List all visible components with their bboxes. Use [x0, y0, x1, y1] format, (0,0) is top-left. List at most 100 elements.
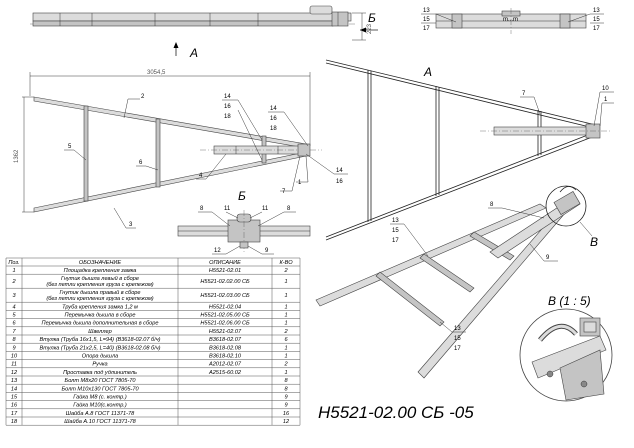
view-a: А 7 10 1: [325, 59, 614, 241]
table-cell: 1: [284, 321, 287, 327]
table-cell: 9: [284, 395, 287, 401]
callout-9-iso: 9: [546, 255, 550, 261]
table-cell: 2: [283, 268, 288, 274]
callout-5: 5: [68, 144, 72, 150]
table-cell: 4: [12, 304, 15, 310]
callout-1: 1: [298, 180, 302, 186]
table-row: 16 Гайка М10(с.контр.) 9: [11, 402, 288, 409]
table-cell: 16: [11, 403, 18, 409]
callout-13: 13: [423, 8, 430, 14]
callout-3: 3: [129, 222, 133, 228]
detail-title: В (1 : 5): [548, 294, 591, 308]
table-cell: Гнутик дышла левый в сборе: [61, 275, 139, 282]
callout-17: 17: [423, 26, 430, 32]
table-cell: 7: [12, 329, 16, 335]
table-cell: Гайка М10(с.контр.): [73, 402, 127, 409]
table-cell: 2: [283, 362, 288, 368]
table-row: 18 Шайба А.10 ГОСТ 11371-78 12: [11, 418, 290, 425]
callout-13-iso: 13: [392, 218, 399, 224]
table-cell: 12: [11, 370, 18, 376]
callout-16b: 16: [270, 116, 277, 122]
table-cell: Болт М10х130 ГОСТ 7805-70: [61, 386, 139, 392]
table-cell: 14: [11, 386, 17, 392]
table-cell: 6: [284, 337, 288, 343]
side-elevation-view: 223 Б А: [30, 5, 378, 60]
table-row: 15 Гайка М8 (с. контр.) 9: [11, 394, 288, 401]
table-cell: 6: [12, 321, 16, 327]
callout-15-iso: 15: [392, 228, 399, 234]
callout-15: 15: [423, 17, 430, 23]
table-cell: 1: [284, 354, 287, 360]
table-cell: 1: [284, 370, 287, 376]
callout-6: 6: [139, 160, 143, 166]
callout-18b: 18: [270, 126, 277, 132]
table-cell: 13: [11, 378, 18, 384]
table-cell: 1: [284, 313, 287, 319]
table-row: 11 Ручка А2012-02.07 2: [11, 362, 288, 368]
end-view-dim-marker: m...m: [503, 17, 518, 23]
table-cell: Швеллер: [88, 329, 111, 335]
table-cell: 1: [12, 268, 15, 274]
table-cell: 12: [283, 419, 290, 425]
view-b-section-label: Б: [238, 189, 246, 203]
isometric-view: 8 9 13 15 17 13 15 17 В: [315, 185, 598, 379]
table-cell: 16: [283, 411, 290, 417]
table-cell: 18: [11, 419, 18, 425]
table-cell: 2: [283, 329, 288, 335]
table-cell: Н5521-02.06.00 СБ: [200, 321, 250, 327]
table-cell: 17: [11, 411, 18, 417]
table-cell: 8: [12, 337, 16, 343]
table-cell: (без петли крепления груза с крепежом): [46, 296, 153, 302]
callout-15-iso-b: 15: [454, 336, 461, 342]
callout-9a: 9: [265, 248, 269, 254]
table-header-cell: Поз.: [8, 260, 19, 266]
table-header-cell: ОБОЗНАЧЕНИЕ: [79, 260, 121, 266]
table-cell: Шайба А.10 ГОСТ 11371-78: [64, 418, 136, 425]
table-cell: Ручка: [92, 362, 107, 368]
table-cell: Перемычка дышла дополнительная в сборе: [42, 321, 159, 327]
table-cell: 1: [284, 304, 287, 310]
table-cell: Шайба А.8 ГОСТ 11371-78: [66, 410, 135, 417]
view-a-marker: А: [189, 46, 198, 60]
table-cell: 11: [11, 362, 17, 368]
table-header-cell: ОПИСАНИЕ: [209, 260, 241, 266]
callout-16c: 16: [336, 179, 343, 185]
table-cell: 15: [11, 395, 18, 401]
callout-11b: 11: [262, 206, 269, 212]
callout-15b: 15: [593, 17, 600, 23]
table-cell: Перемычка дышла в сборе: [65, 313, 136, 319]
callout-17b: 17: [593, 26, 600, 32]
callout-10: 10: [602, 86, 609, 92]
view-a-label: А: [423, 65, 432, 79]
table-cell: Гайка М8 (с. контр.): [73, 394, 127, 401]
table-cell: Площадка крепления замка: [64, 268, 137, 274]
callout-13b: 13: [593, 8, 600, 14]
detail-view-b: В (1 : 5): [519, 294, 613, 402]
table-row: 6 Перемычка дышла дополнительная в сборе Н…: [12, 321, 287, 327]
callout-17-iso: 17: [392, 238, 399, 244]
callout-17-iso-b: 17: [454, 346, 461, 352]
table-cell: В3618-02.08: [209, 345, 242, 351]
table-cell: 9: [284, 403, 287, 409]
table-cell: Н5521-02.01: [209, 268, 241, 274]
callout-14b: 14: [270, 106, 277, 112]
overall-length-dimension: 3054,5: [147, 70, 166, 76]
table-cell: 5: [12, 313, 16, 319]
table-cell: Опора дышла: [82, 354, 118, 360]
table-row: 17 Шайба А.8 ГОСТ 11371-78 16: [11, 410, 290, 417]
end-view: m...m 13 15 17 13 15 17: [421, 8, 604, 34]
table-row: 7 Швеллер Н5521-02.07 2: [12, 329, 288, 335]
table-cell: А2012-02.07: [208, 362, 242, 368]
table-cell: Н5521-02.02.00 СБ: [200, 279, 250, 285]
table-cell: Втулка (Труба 16х1,5, L=94) (В3618-02.07…: [39, 337, 160, 343]
callout-2: 2: [141, 94, 145, 100]
table-cell: Н5521-02.07: [209, 329, 242, 335]
top-height-dimension: 223: [367, 23, 373, 34]
